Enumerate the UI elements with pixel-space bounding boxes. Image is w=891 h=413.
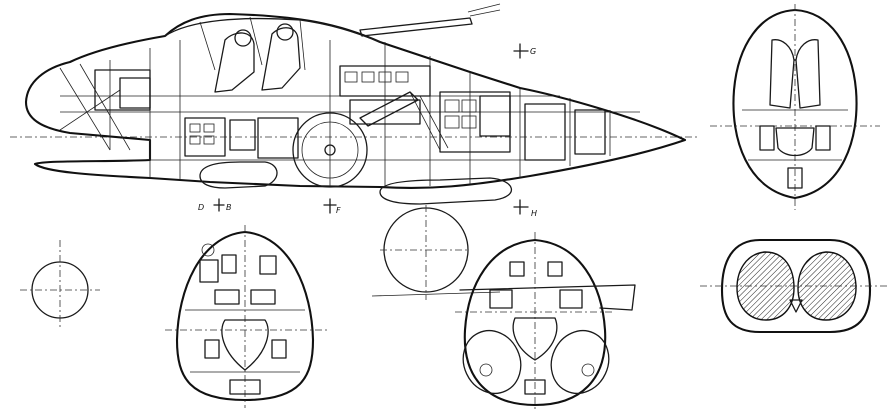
fuselage-outline [24, 12, 687, 190]
section-label-g: G [530, 47, 536, 56]
ventral-pod-aft [379, 177, 513, 205]
dorsal-gun [359, 17, 473, 37]
pilot-seat-rear [261, 27, 301, 91]
main-wheel [292, 112, 368, 188]
section-label-f: F [336, 206, 341, 215]
ventral-pod-fore [199, 161, 278, 189]
wheel-outline-small [20, 240, 100, 330]
fuel-tank-right [797, 251, 857, 321]
fuselage-cross-section-center [455, 232, 636, 412]
section-label-h: H [531, 209, 537, 218]
section-label-b: B [226, 203, 232, 212]
landing-gear-strut [359, 91, 419, 127]
equipment-bay-boxes [94, 65, 606, 161]
pilot-seat-front [214, 32, 255, 93]
section-label-d: D [198, 203, 204, 212]
section-cut-markers [213, 43, 529, 215]
wheel-outline-large [371, 205, 501, 300]
fuselage-cross-section-left [165, 225, 330, 408]
canopy-frame [164, 17, 381, 43]
fuselage-side-view: G H D B F [10, 3, 700, 218]
cockpit-cross-section [710, 4, 880, 210]
fuel-tank-cross-section [700, 238, 890, 334]
fuel-tank-left [736, 251, 795, 321]
